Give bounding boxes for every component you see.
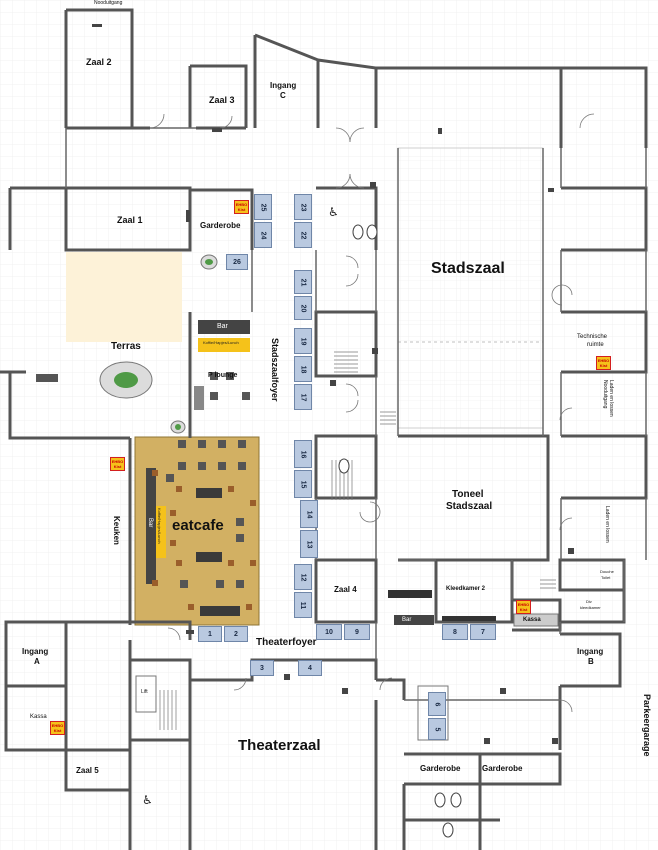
room-toneel: Toneel	[452, 489, 484, 500]
booth-1[interactable]: 1	[198, 626, 222, 642]
booth-4[interactable]: 4	[298, 660, 322, 676]
room-ingang-c-letter: C	[280, 91, 286, 100]
bar-counter-mid	[394, 615, 434, 625]
booth-11[interactable]: 11	[294, 592, 312, 618]
room-zaal2: Zaal 2	[86, 57, 112, 67]
booth-19[interactable]: 19	[294, 328, 312, 354]
room-lift-left: Lift	[141, 689, 148, 695]
room-ingang-a-letter: A	[34, 657, 40, 666]
booth-14[interactable]: 14	[300, 500, 318, 528]
booth-25[interactable]: 25	[254, 194, 272, 220]
room-kassa-left: Kassa	[30, 714, 47, 720]
bar-mid-label: Bar	[402, 617, 412, 623]
room-technische: Technische	[577, 334, 608, 340]
booth-17[interactable]: 17	[294, 384, 312, 410]
room-zaal3: Zaal 3	[209, 95, 235, 105]
lift-box	[135, 675, 157, 713]
room-kleedkamer2: Kleedkamer 2	[446, 586, 486, 592]
room-ingang-b-letter: B	[588, 657, 594, 666]
booth-5[interactable]: 5	[428, 718, 446, 740]
cafe-chairs	[152, 470, 256, 610]
room-toneel-2: Stadszaal	[446, 501, 493, 512]
booth-18[interactable]: 18	[294, 356, 312, 382]
room-keuken: Keuken	[112, 516, 121, 545]
booth-15[interactable]: 15	[294, 470, 312, 498]
booth-26[interactable]: 26	[226, 254, 248, 270]
bar-top-label: Bar	[217, 323, 228, 330]
label-parkeergarage: Parkeergarage	[642, 694, 652, 757]
room-div-2: kleedkamer	[580, 605, 601, 610]
room-zaal4: Zaal 4	[334, 585, 357, 594]
room-garderobe-b2: Garderobe	[482, 764, 523, 773]
room-kassa-right: Kassa	[523, 617, 541, 623]
bar-cafe-label: Bar	[147, 518, 153, 528]
stadszaal-floor	[397, 147, 544, 429]
koffie-label-top: Koffie/Hapjes/Lunch	[203, 340, 239, 345]
booth-6[interactable]: 6	[428, 692, 446, 716]
bar-counter-cafe	[146, 468, 156, 584]
room-zaal1: Zaal 1	[117, 215, 143, 225]
label-laden-1: Laden en lossen	[608, 380, 614, 417]
room-eatcafe: eatcafe	[172, 517, 224, 534]
door-arcs	[149, 113, 595, 713]
booth-2[interactable]: 2	[224, 626, 248, 642]
room-theaterfoyer: Theaterfoyer	[256, 637, 317, 648]
room-stadszaalfoyer: Stadszaalfoyer	[270, 338, 280, 402]
booth-23[interactable]: 23	[294, 194, 312, 220]
room-stadszaal: Stadszaal	[431, 260, 505, 277]
room-garderobe-top: Garderobe	[200, 221, 241, 230]
room-technische-2: ruimte	[587, 342, 604, 348]
label-nooduitgang-right: Nooduitgang	[602, 380, 608, 409]
room-terras: Terras	[111, 341, 141, 352]
room-douche-2: Toilet	[601, 575, 611, 580]
booth-24[interactable]: 24	[254, 222, 272, 248]
room-ingang-b: Ingang	[577, 647, 604, 656]
wheelchair-icon: ♿	[328, 205, 339, 219]
koffie-label-cafe: Koffie/Hapjes/Lunch	[157, 508, 162, 544]
booth-21[interactable]: 21	[294, 270, 312, 294]
room-ingang-c: Ingang	[270, 81, 297, 90]
wheelchair-icon-2: ♿	[142, 793, 153, 807]
room-douche: Douche	[600, 569, 614, 574]
booth-16[interactable]: 16	[294, 440, 312, 468]
room-garderobe-b1: Garderobe	[420, 764, 461, 773]
booth-22[interactable]: 22	[294, 222, 312, 248]
booth-12[interactable]: 12	[294, 564, 312, 590]
booth-10[interactable]: 10	[316, 624, 342, 640]
booth-3[interactable]: 3	[250, 660, 274, 676]
thin-walls	[65, 127, 647, 701]
booth-9[interactable]: 9	[344, 624, 370, 640]
room-ingang-a: Ingang	[22, 647, 49, 656]
room-theaterzaal: Theaterzaal	[238, 737, 321, 754]
booth-20[interactable]: 20	[294, 296, 312, 320]
stairs	[159, 351, 556, 730]
label-nooduitgang-top: Nooduitgang	[94, 0, 123, 6]
bar-counter-top	[198, 320, 250, 334]
booth-7[interactable]: 7	[470, 624, 496, 640]
room-zaal5: Zaal 5	[76, 766, 99, 775]
cafe-tables	[166, 372, 250, 616]
room-lounge: P lounge	[208, 372, 238, 379]
booth-8[interactable]: 8	[442, 624, 468, 640]
toilet-fixtures	[338, 224, 462, 838]
booth-13[interactable]: 13	[300, 530, 318, 558]
misc-dark-marks	[92, 24, 574, 744]
terrace-area	[66, 252, 182, 342]
label-laden-2: Laden en lossen	[604, 506, 610, 543]
room-div: Div	[586, 599, 592, 604]
